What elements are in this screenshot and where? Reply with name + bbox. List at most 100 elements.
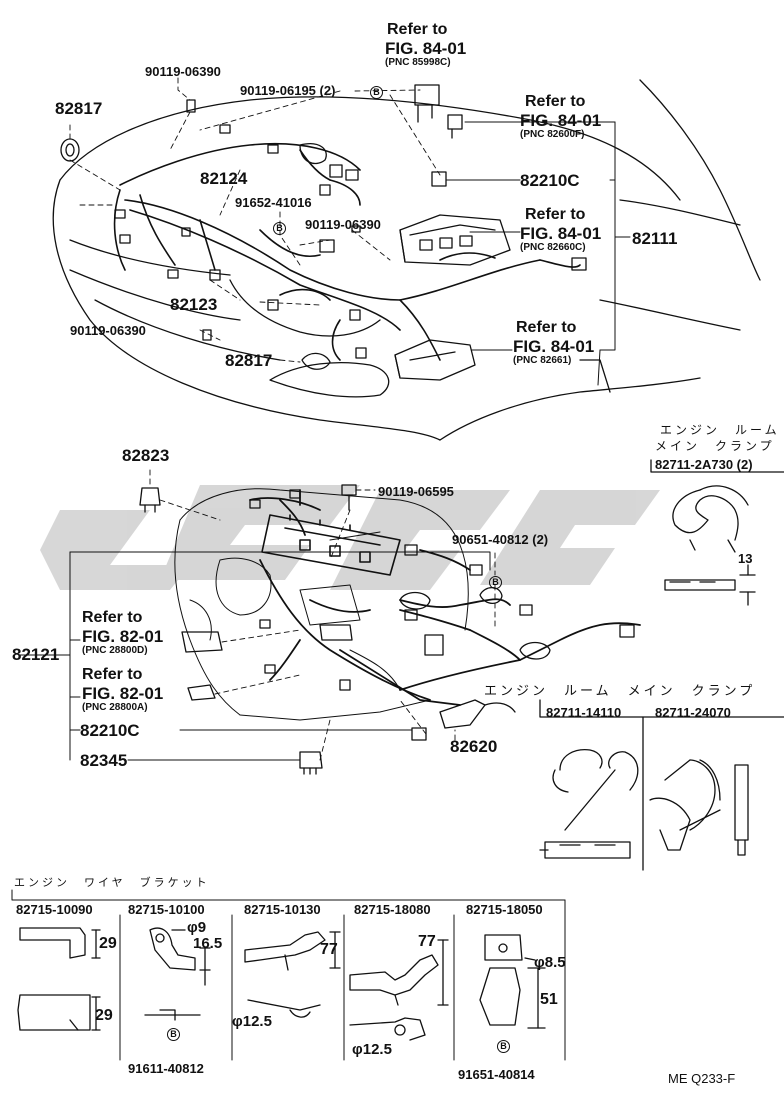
part-90119-06195: 90119-06195 (2) [240, 83, 336, 98]
bolt-91651-40814: 91651-40814 [458, 1067, 535, 1082]
bracket-dim-phi12-5-b: φ12.5 [352, 1041, 392, 1058]
watermark-logo [40, 485, 660, 590]
relay-block-82111 [399, 214, 511, 266]
bracket-dim-51: 51 [540, 991, 558, 1008]
bolt-marker-top: B [370, 86, 383, 99]
bolt-90119-06595 [341, 484, 357, 511]
clamp-box-title-line2: メイン クランプ [655, 439, 775, 453]
bolt-91611-40812: 91611-40812 [128, 1061, 204, 1076]
bolt-marker-mid: B [273, 222, 286, 235]
bolt-marker-10100: B [167, 1028, 180, 1041]
reference-title: Refer to [387, 21, 448, 38]
clip-82817-lower [301, 352, 331, 370]
clamp-part-82711-2a730: 82711-2A730 (2) [655, 457, 753, 472]
part-90651-40812: 90651-40812 (2) [452, 532, 549, 547]
part-82620: 82620 [450, 737, 498, 756]
bracket-part-82715-18050: 82715-18050 [466, 902, 543, 917]
leader-lines-top [69, 77, 441, 363]
reference-pnc: (PNC 82661) [513, 355, 572, 366]
part-82121: 82121 [12, 645, 60, 664]
clamp-box-82711-14110 [539, 699, 784, 871]
bolt-marker-engine: B [489, 576, 502, 589]
bracket-82715-18080 [349, 939, 449, 1041]
connector-82345 [299, 751, 323, 775]
relay-85998c [414, 84, 440, 123]
part-82210c-top: 82210C [520, 171, 580, 190]
reference-title: Refer to [516, 319, 577, 336]
part-90119-06390-b: 90119-06390 [305, 217, 381, 232]
relay-box-82661 [394, 339, 476, 381]
reference-pnc: (PNC 82660C) [520, 242, 586, 253]
relay-82210c-top [431, 171, 447, 187]
bracket-dim-77-b: 77 [418, 933, 436, 950]
connectors-top [114, 124, 587, 359]
bracket-82715-10100 [144, 927, 211, 1021]
ref-bracket-lines [445, 121, 631, 386]
reference-82660c: Refer to FIG. 84-01 (PNC 82660C) [520, 207, 601, 253]
bracket-part-82715-10090: 82715-10090 [16, 902, 93, 917]
clamp-dimension-13: 13 [738, 551, 753, 566]
part-82823: 82823 [122, 446, 170, 465]
bracket-part-82715-18080: 82715-18080 [354, 902, 431, 917]
bracket-part-82715-10130: 82715-10130 [244, 902, 321, 917]
connectors-middle [249, 489, 635, 691]
part-90119-06595: 90119-06595 [378, 484, 454, 499]
part-82817-top: 82817 [55, 99, 103, 118]
part-82345: 82345 [80, 751, 128, 770]
reference-pnc: (PNC 28800D) [82, 645, 148, 656]
reference-fig: FIG. 84-01 [520, 111, 602, 130]
part-82817-lower: 82817 [225, 351, 273, 370]
bracket-dim-phi9: φ9 [187, 919, 207, 936]
bracket-82620 [439, 699, 516, 729]
relay-28800d [181, 631, 223, 653]
engine-block-outline [174, 488, 469, 721]
part-90119-06390-c: 90119-06390 [70, 323, 146, 338]
reference-title: Refer to [82, 666, 143, 683]
bracket-table-frame [11, 889, 566, 1061]
reference-85998c: Refer to FIG. 84-01 (PNC 85998C) [385, 22, 466, 68]
engine-harness-82121 [249, 489, 641, 706]
part-91652-41016: 91652-41016 [235, 195, 312, 210]
clamp-box-82711-2a730 [650, 459, 784, 606]
part-82124: 82124 [200, 169, 248, 188]
clamp-82711-24070 [649, 759, 749, 856]
part-82210c-mid: 82210C [80, 721, 140, 740]
bracket-82715-10090 [17, 927, 101, 1031]
part-90119-06390-a: 90119-06390 [145, 64, 221, 79]
ref-bracket-lines-middle [19, 551, 491, 761]
bracket-82715-10130 [244, 931, 341, 1018]
part-82111: 82111 [632, 229, 678, 248]
engine-room-harness-top [113, 142, 581, 361]
bracket-dim-phi8-5: φ8.5 [534, 954, 566, 971]
bracket-dim-29-b: 29 [95, 1007, 113, 1024]
bracket-dim-29-a: 29 [99, 935, 117, 952]
clamp-part-82711-24070: 82711-24070 [655, 705, 731, 720]
reference-title: Refer to [525, 93, 586, 110]
relay-28800a [187, 684, 216, 701]
reference-pnc: (PNC 82600F) [520, 129, 585, 140]
reference-82661: Refer to FIG. 84-01 (PNC 82661) [513, 320, 594, 366]
reference-fig: FIG. 84-01 [385, 39, 467, 58]
bracket-dim-16-5: 16.5 [193, 935, 223, 952]
reference-title: Refer to [82, 609, 143, 626]
bracket-part-82715-10100: 82715-10100 [128, 902, 205, 917]
part-82123: 82123 [170, 295, 218, 314]
vehicle-body-outline [52, 79, 761, 441]
reference-pnc: (PNC 28800A) [82, 702, 148, 713]
bracket-82715-18050 [479, 934, 546, 1029]
reference-pnc: (PNC 85998C) [385, 57, 451, 68]
reference-28800d: Refer to FIG. 82-01 (PNC 28800D) [82, 610, 163, 656]
reference-fig: FIG. 82-01 [82, 627, 164, 646]
reference-82600f: Refer to FIG. 84-01 (PNC 82600F) [520, 94, 601, 140]
relay-82600f [447, 114, 463, 139]
clip-82817-left [60, 138, 80, 162]
figure-code: ME Q233-F [668, 1071, 736, 1086]
relay-82210c-mid [411, 727, 427, 741]
reference-fig: FIG. 84-01 [513, 337, 595, 356]
grommet-82823 [139, 487, 161, 513]
clamp-box-title-line1: エンジン ルーム [660, 423, 780, 437]
reference-fig: FIG. 82-01 [82, 684, 164, 703]
bolt-marker-18050: B [497, 1040, 510, 1053]
